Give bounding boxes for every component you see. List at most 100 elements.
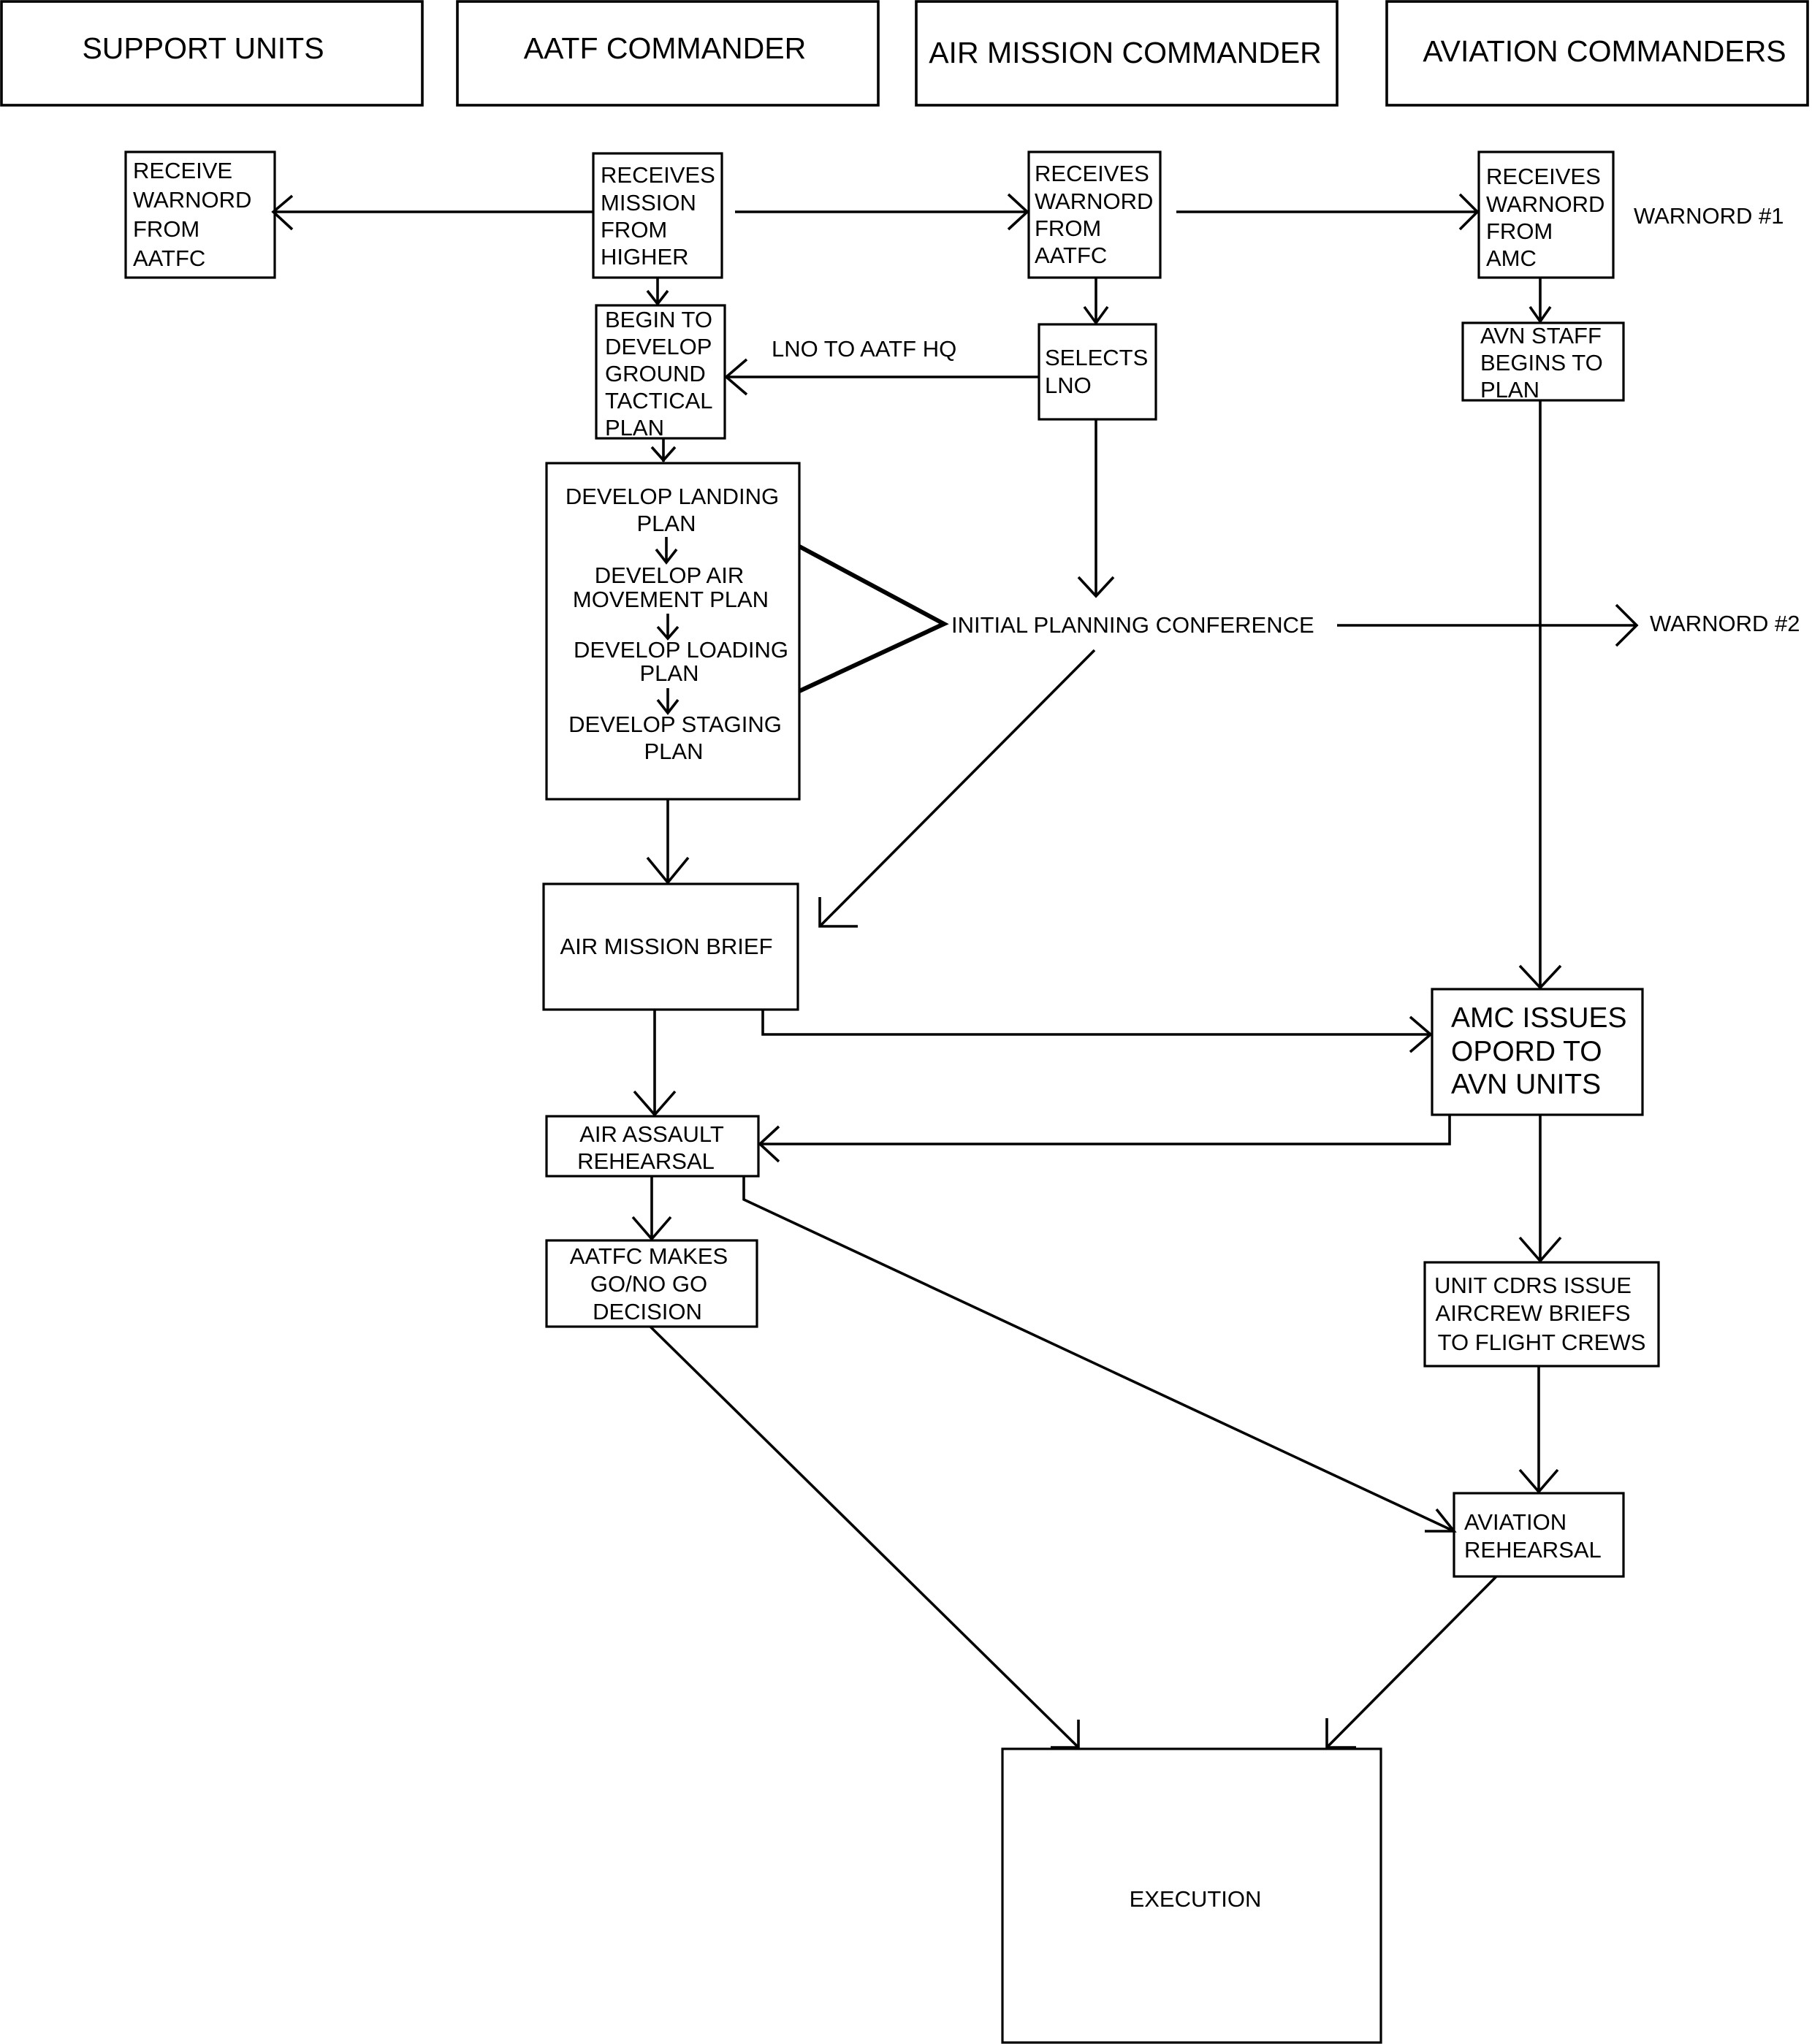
node-receives-warnord-from-aatfc: RECEIVES WARNORD FROM AATFC — [1027, 150, 1162, 279]
node-text-line: RECEIVE — [133, 158, 232, 183]
node-text-line: AVN UNITS — [1451, 1069, 1601, 1100]
arrowhead — [656, 698, 680, 715]
node-text-line: AVIATION — [1464, 1509, 1567, 1535]
node-text-line: OPORD TO — [1451, 1036, 1602, 1067]
node-text-line: MISSION — [601, 190, 696, 216]
arrowhead — [631, 1216, 672, 1241]
arrowhead — [1458, 193, 1480, 231]
node-text-line: AMC ISSUES — [1451, 1002, 1627, 1034]
node-amc-issues-opord: AMC ISSUES OPORD TO AVN UNITS — [1431, 988, 1644, 1116]
header-air-mission-commander: AIR MISSION COMMANDER — [915, 0, 1339, 107]
develop-staging-plan-line: PLAN — [644, 739, 704, 764]
develop-landing-plan-line: PLAN — [637, 511, 696, 536]
conference-link — [798, 544, 949, 693]
arrowhead — [1518, 1236, 1562, 1263]
develop-staging-plan-line: DEVELOP STAGING — [568, 712, 782, 737]
node-text-line: PLAN — [605, 415, 664, 441]
arrowhead — [646, 856, 690, 885]
node-text-line: GO/NO GO — [590, 1271, 707, 1297]
node-receives-mission-from-higher: RECEIVES MISSION FROM HIGHER — [592, 152, 723, 279]
node-text-line: AVN STAFF — [1480, 323, 1602, 348]
header-aatf-commander: AATF COMMANDER — [456, 0, 880, 107]
develop-air-movement-line: DEVELOP AIR — [595, 563, 744, 588]
node-air-assault-rehearsal: AIR ASSAULT REHEARSAL — [545, 1115, 760, 1178]
node-text-line: BEGIN TO — [605, 307, 712, 332]
arrowhead — [1529, 305, 1552, 324]
node-text-line: WARNORD — [133, 187, 251, 213]
header-aviation-commanders: AVIATION COMMANDERS — [1385, 0, 1809, 107]
node-avn-staff-begins-to-plan: AVN STAFF BEGINS TO PLAN — [1461, 321, 1625, 403]
node-text-line: FROM — [601, 217, 667, 243]
node-aviation-rehearsal: AVIATION REHEARSAL — [1453, 1492, 1625, 1578]
arrowhead — [1518, 1468, 1559, 1494]
node-text-line: AATFC — [1035, 243, 1107, 268]
node-text-line: REHEARSAL — [577, 1148, 715, 1174]
arrowhead — [758, 1125, 780, 1163]
arrowhead — [1325, 1718, 1356, 1749]
node-text-line: RECEIVES — [601, 162, 715, 188]
node-text-line: UNIT CDRS ISSUE — [1434, 1273, 1632, 1298]
develop-loading-plan-line: DEVELOP LOADING — [574, 637, 788, 663]
node-begin-ground-tactical-plan: BEGIN TO DEVELOP GROUND TACTICAL PLAN — [595, 304, 726, 441]
label-warnord-1: WARNORD #1 — [1634, 203, 1784, 229]
node-unit-cdrs-issue-briefs: UNIT CDRS ISSUE AIRCREW BRIEFS TO FLIGHT… — [1423, 1261, 1660, 1368]
node-text-line: WARNORD — [1486, 191, 1604, 217]
node-text-line: RECEIVES — [1035, 161, 1149, 186]
node-text-line: TO FLIGHT CREWS — [1438, 1330, 1646, 1355]
header-aviation-commanders-label: AVIATION COMMANDERS — [1423, 34, 1786, 68]
node-text-line: AIR ASSAULT — [579, 1121, 724, 1147]
arrowhead — [1518, 964, 1562, 990]
label-lno-to-aatf-hq: LNO TO AATF HQ — [772, 336, 956, 362]
arrowhead — [650, 446, 677, 462]
node-text-line: AIRCREW BRIEFS — [1436, 1300, 1631, 1326]
node-text-line: PLAN — [1480, 377, 1539, 403]
node-aatfc-go-no-go: AATFC MAKES GO/NO GO DECISION — [545, 1239, 758, 1328]
node-text-line: RECEIVES — [1486, 164, 1601, 189]
arrowhead — [633, 1090, 677, 1117]
node-text-line: SELECTS — [1045, 345, 1148, 370]
node-text-line: EXECUTION — [1130, 1886, 1262, 1912]
arrowhead — [646, 289, 669, 306]
label-initial-planning-conference: INITIAL PLANNING CONFERENCE — [951, 612, 1314, 638]
arrowhead — [655, 548, 678, 565]
node-receives-warnord-from-amc: RECEIVES WARNORD FROM AMC — [1477, 150, 1615, 279]
node-text-line: AMC — [1486, 245, 1537, 271]
connector — [1325, 1575, 1498, 1749]
connector — [761, 1010, 1431, 1036]
node-text-line: LNO — [1045, 373, 1092, 398]
arrowhead — [1077, 576, 1115, 598]
node-text-line: FROM — [133, 216, 199, 242]
connector — [649, 1325, 1080, 1749]
node-text-line: AATFC MAKES — [570, 1243, 728, 1269]
node-text-line: DEVELOP — [605, 334, 712, 359]
arrowhead — [1425, 1508, 1457, 1533]
node-text-line: REHEARSAL — [1464, 1537, 1602, 1563]
label-warnord-2: WARNORD #2 — [1650, 611, 1800, 636]
arrowhead — [818, 897, 858, 928]
node-receive-warnord-from-aatfc: RECEIVE WARNORD FROM AATFC — [124, 150, 276, 279]
node-text-line: AATFC — [133, 245, 205, 271]
node-text-line: GROUND — [605, 361, 706, 386]
header-support-units: SUPPORT UNITS — [0, 0, 424, 107]
develop-loading-plan-line: PLAN — [640, 660, 699, 686]
header-support-units-label: SUPPORT UNITS — [82, 31, 324, 65]
node-text-line: FROM — [1486, 218, 1553, 244]
arrowhead — [1083, 305, 1109, 326]
node-execution: EXECUTION — [1001, 1747, 1382, 2044]
arrowhead — [656, 625, 680, 641]
develop-landing-plan-line: DEVELOP LANDING — [566, 484, 779, 509]
arrowhead — [724, 358, 748, 396]
node-text-line: DECISION — [593, 1299, 702, 1324]
header-air-mission-commander-label: AIR MISSION COMMANDER — [929, 36, 1322, 69]
node-selects-lno: SELECTS LNO — [1038, 323, 1157, 421]
connector — [760, 1115, 1451, 1145]
develop-air-movement-line: MOVEMENT PLAN — [573, 587, 769, 612]
node-air-mission-brief: AIR MISSION BRIEF — [542, 882, 799, 1011]
connector — [818, 649, 1096, 928]
connector — [742, 1176, 1455, 1533]
node-text-line: BEGINS TO — [1480, 350, 1603, 375]
arrowhead — [1615, 603, 1639, 647]
arrowhead — [1007, 193, 1029, 231]
node-text-line: WARNORD — [1035, 188, 1153, 214]
